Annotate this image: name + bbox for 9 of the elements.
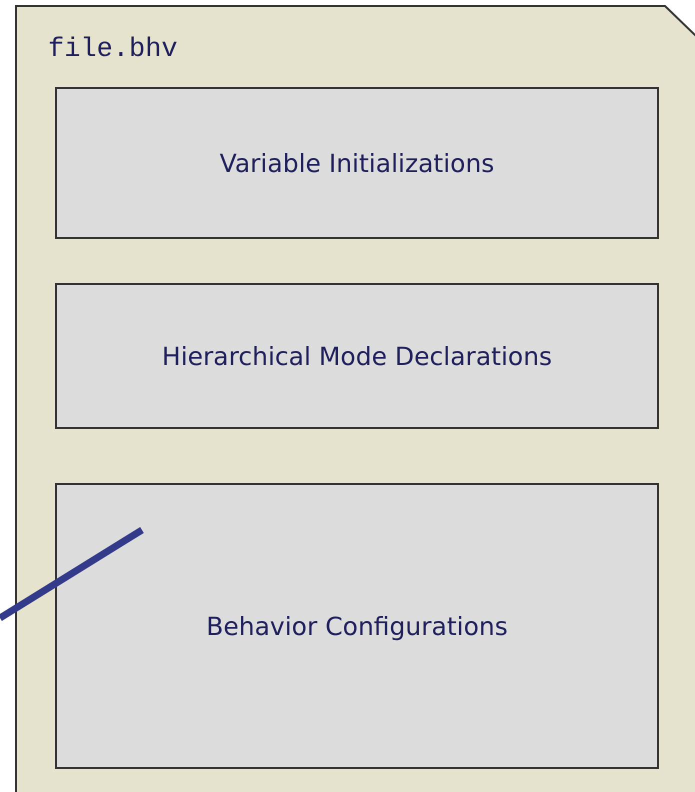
file-document-shape	[15, 5, 695, 792]
section-label: Variable Initializations	[220, 148, 494, 178]
section-label: Behavior Configurations	[206, 612, 508, 640]
section-box	[55, 87, 659, 239]
section-label: Hierarchical Mode Declarations	[162, 342, 552, 370]
leader-line	[0, 527, 144, 621]
section-box	[55, 483, 659, 769]
file-name: file.bhv	[48, 35, 178, 65]
section-box	[55, 283, 659, 429]
